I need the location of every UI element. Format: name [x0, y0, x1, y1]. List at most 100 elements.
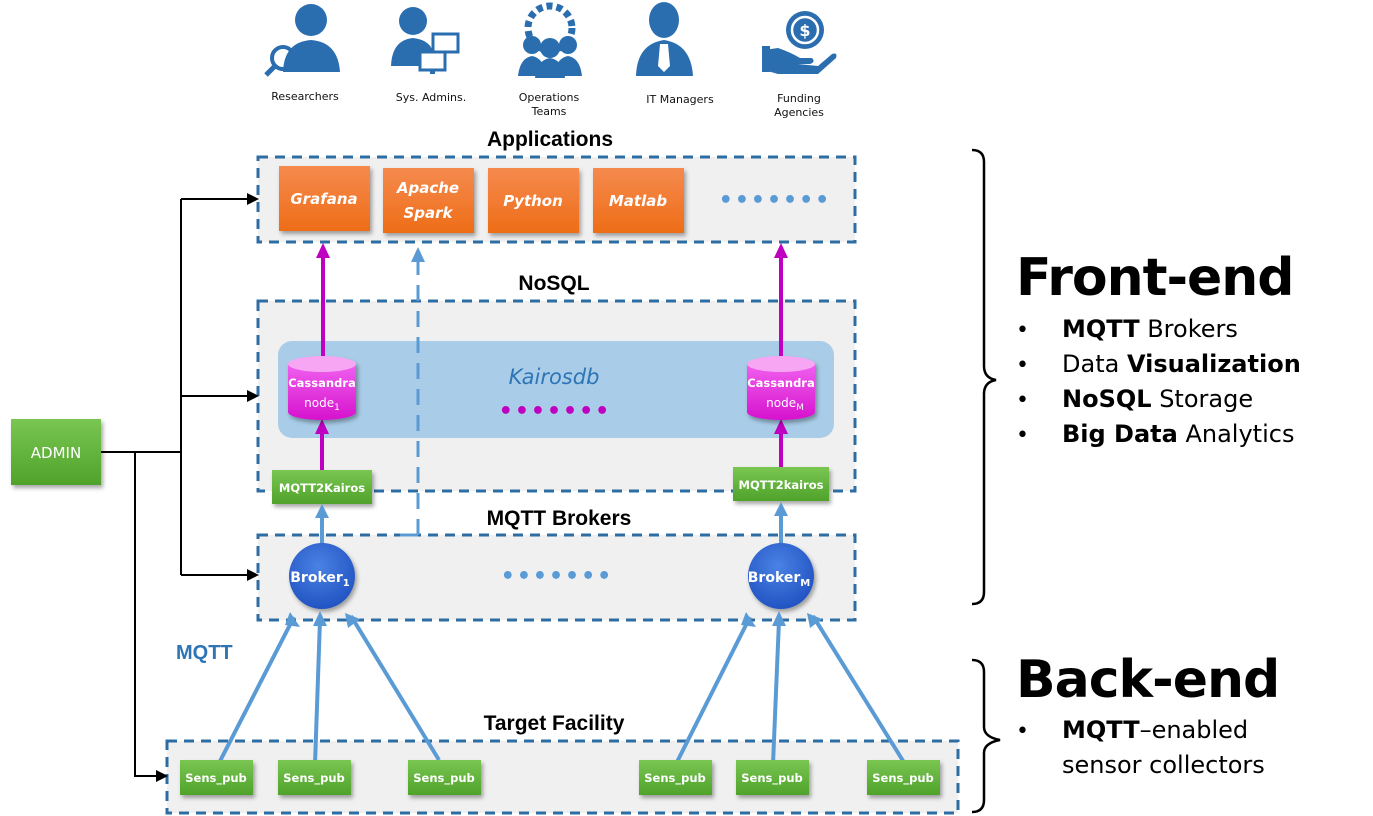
back-end-bullet: MQTT–enabled: [1062, 716, 1248, 744]
sensor-link: [216, 616, 296, 766]
app-grafana[interactable]: Grafana: [279, 166, 370, 231]
brokers-ellipsis: •••••••: [501, 564, 613, 589]
kairosdb-label: Kairosdb: [509, 365, 600, 389]
role-operations-teams: Operations Teams: [518, 2, 582, 118]
sensor-link: [313, 619, 322, 765]
role-label: Sys. Admins.: [396, 91, 467, 104]
apps-ellipsis: •••••••: [719, 188, 831, 213]
bullet-icon: •: [1016, 719, 1029, 744]
sensor-label: Sens_pub: [741, 771, 803, 786]
bullet-icon: •: [1016, 388, 1029, 413]
sensor-publisher[interactable]: Sens_pub: [278, 760, 351, 795]
arrowhead: [774, 243, 788, 258]
back-end-title: Back-end: [1016, 650, 1279, 710]
it-manager-icon: [636, 2, 693, 76]
mqtt2kairos-connector-1[interactable]: MQTT2Kairos: [272, 470, 372, 504]
sensor-publisher[interactable]: Sens_pub: [867, 760, 940, 795]
arrowhead: [772, 611, 786, 626]
sensor-label: Sens_pub: [185, 771, 247, 786]
section-title-nosql: NoSQL: [518, 272, 589, 295]
svg-text:$: $: [799, 21, 810, 40]
cassandra-node-label: node1: [304, 396, 340, 413]
connector-label: MQTT2kairos: [739, 478, 824, 492]
app-label: Matlab: [609, 192, 667, 210]
arrowhead: [774, 419, 788, 434]
broker-1[interactable]: Broker1: [289, 543, 355, 609]
section-title-mqtt-brokers: MQTT Brokers: [487, 507, 632, 530]
sensor-publisher[interactable]: Sens_pub: [736, 760, 809, 795]
sensor-label: Sens_pub: [413, 771, 475, 786]
broker-label: Broker1: [290, 570, 350, 589]
app-apache-spark[interactable]: Apache Spark: [383, 168, 474, 233]
connector-label: MQTT2Kairos: [279, 481, 365, 495]
sensor-publisher[interactable]: Sens_pub: [639, 760, 712, 795]
sensor-publisher[interactable]: Sens_pub: [408, 760, 481, 795]
cassandra-label: Cassandra: [747, 376, 815, 390]
admin-control-lines: [101, 198, 248, 777]
arrowhead: [247, 390, 259, 402]
front-end-bullet: Big Data Analytics: [1062, 420, 1294, 448]
cassandra-node-1[interactable]: [288, 356, 356, 420]
app-label: Apache: [396, 179, 459, 197]
arrowhead: [315, 419, 329, 434]
role-label: IT Managers: [646, 93, 714, 106]
section-title-target-facility: Target Facility: [484, 712, 625, 735]
role-it-managers: IT Managers: [636, 2, 714, 106]
app-label: Spark: [403, 204, 453, 222]
back-end-bullet-continuation: sensor collectors: [1062, 751, 1265, 779]
front-end-title: Front-end: [1016, 248, 1294, 308]
role-researchers: Researchers: [264, 4, 340, 103]
sensor-link: [811, 614, 907, 766]
arrowhead: [741, 612, 756, 627]
sensor-publisher[interactable]: Sens_pub: [180, 760, 253, 795]
app-matlab[interactable]: Matlab: [593, 168, 684, 233]
arrowhead: [807, 613, 822, 628]
researcher-icon: [264, 4, 340, 77]
arrowhead: [247, 193, 259, 205]
sensor-link-arrowheads: [285, 611, 822, 628]
bullet-icon: •: [1016, 318, 1029, 343]
role-label: Researchers: [271, 90, 339, 103]
sys-admin-icon: [391, 7, 460, 74]
arrowhead: [313, 611, 327, 626]
arrowhead: [316, 243, 330, 258]
arrowhead: [315, 504, 329, 518]
bullet-icon: •: [1016, 423, 1029, 448]
admin-arrowheads: [156, 193, 259, 782]
spark-arrowhead: [411, 247, 425, 262]
role-funding-agencies: $ Funding Agencies: [762, 11, 837, 119]
section-title-applications: Applications: [487, 128, 613, 151]
arrowhead: [345, 613, 360, 628]
operations-team-icon: [518, 2, 582, 78]
mqtt2kairos-connector-m[interactable]: MQTT2kairos: [733, 467, 829, 501]
role-sys-admins: Sys. Admins.: [391, 7, 466, 104]
kairos-ellipsis: •••••••: [499, 399, 611, 424]
role-label: Operations: [519, 91, 580, 104]
cassandra-node-m[interactable]: [747, 356, 815, 420]
arrowhead: [285, 612, 300, 627]
sensor-link: [674, 616, 752, 765]
broker-label: BrokerM: [748, 570, 811, 589]
funding-icon: $: [762, 11, 837, 74]
front-end-bullets: • MQTT Brokers • Data Visualization • No…: [1016, 315, 1301, 448]
broker-m[interactable]: BrokerM: [748, 543, 814, 609]
admin-node[interactable]: ADMIN: [11, 419, 101, 485]
app-python[interactable]: Python: [488, 168, 579, 233]
mqtt-protocol-label: MQTT: [176, 642, 233, 664]
sensor-broker-links: [216, 614, 907, 766]
front-end-bullet: MQTT Brokers: [1062, 315, 1238, 343]
back-end-brace: [971, 658, 1001, 814]
cassandra-node-label: nodeM: [766, 396, 804, 413]
arrowhead: [774, 502, 788, 516]
arrowhead: [156, 770, 168, 782]
sensor-label: Sens_pub: [644, 771, 706, 786]
front-end-bullet: Data Visualization: [1062, 350, 1301, 378]
arrowhead: [247, 569, 259, 581]
front-end-brace: [971, 148, 997, 606]
back-end-bullets: • MQTT–enabled sensor collectors: [1016, 716, 1265, 779]
admin-label: ADMIN: [31, 444, 81, 462]
bullet-icon: •: [1016, 353, 1029, 378]
cassandra-label: Cassandra: [288, 376, 356, 390]
sensor-label: Sens_pub: [283, 771, 345, 786]
